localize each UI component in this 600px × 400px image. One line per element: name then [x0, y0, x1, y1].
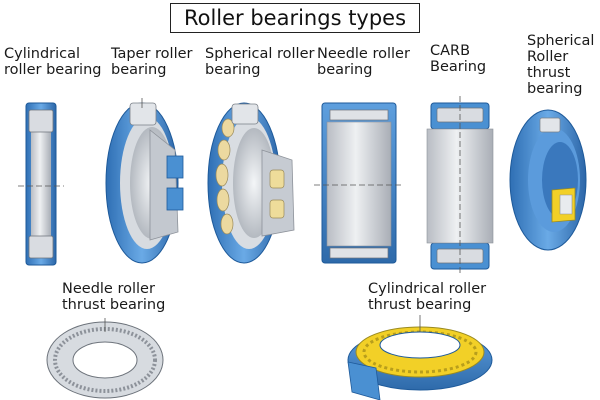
label-line: thrust bearing	[62, 297, 166, 313]
label-line: Cylindrical	[4, 46, 81, 62]
label-line: Bearing	[430, 59, 487, 75]
label-line: CARB	[430, 43, 471, 59]
label-line: Spherical	[527, 33, 595, 49]
label-cylindrical-roller-bearing: Cylindrical roller bearing	[4, 46, 101, 78]
label-line: Needle roller	[62, 281, 155, 297]
label-line: bearing	[205, 62, 261, 78]
label-line: Cylindrical roller	[368, 281, 487, 297]
cylindrical-roller-bearing	[18, 102, 64, 266]
taper-roller-bearing	[105, 98, 184, 264]
label-needle-roller-bearing: Needle roller bearing	[317, 46, 410, 78]
label-line: roller bearing	[4, 62, 102, 78]
label-needle-roller-thrust-bearing: Needle roller thrust bearing	[62, 281, 165, 313]
label-line: bearing	[317, 62, 373, 78]
label-line: Roller	[527, 49, 569, 65]
label-cylindrical-roller-thrust-bearing: Cylindrical roller thrust bearing	[368, 281, 486, 313]
label-line: bearing	[527, 81, 583, 97]
label-line: Spherical roller	[205, 46, 315, 62]
diagram-title: Roller bearings types	[170, 3, 420, 33]
label-carb-bearing: CARB Bearing	[430, 43, 486, 75]
label-line: thrust	[527, 65, 571, 81]
spherical-roller-thrust-bearing	[509, 109, 587, 251]
label-line: thrust bearing	[368, 297, 472, 313]
label-spherical-roller-thrust-bearing: Spherical Roller thrust bearing	[527, 33, 594, 97]
label-taper-roller-bearing: Taper roller bearing	[111, 46, 193, 78]
label-spherical-roller-bearing: Spherical roller bearing	[205, 46, 314, 78]
label-line: Needle roller	[317, 46, 410, 62]
needle-roller-bearing	[314, 102, 404, 264]
cylindrical-roller-thrust-bearing	[347, 315, 493, 400]
carb-bearing	[426, 96, 494, 276]
spherical-roller-bearing	[207, 102, 295, 264]
needle-roller-thrust-bearing	[46, 318, 164, 399]
label-line: bearing	[111, 62, 167, 78]
label-line: Taper roller	[111, 46, 193, 62]
